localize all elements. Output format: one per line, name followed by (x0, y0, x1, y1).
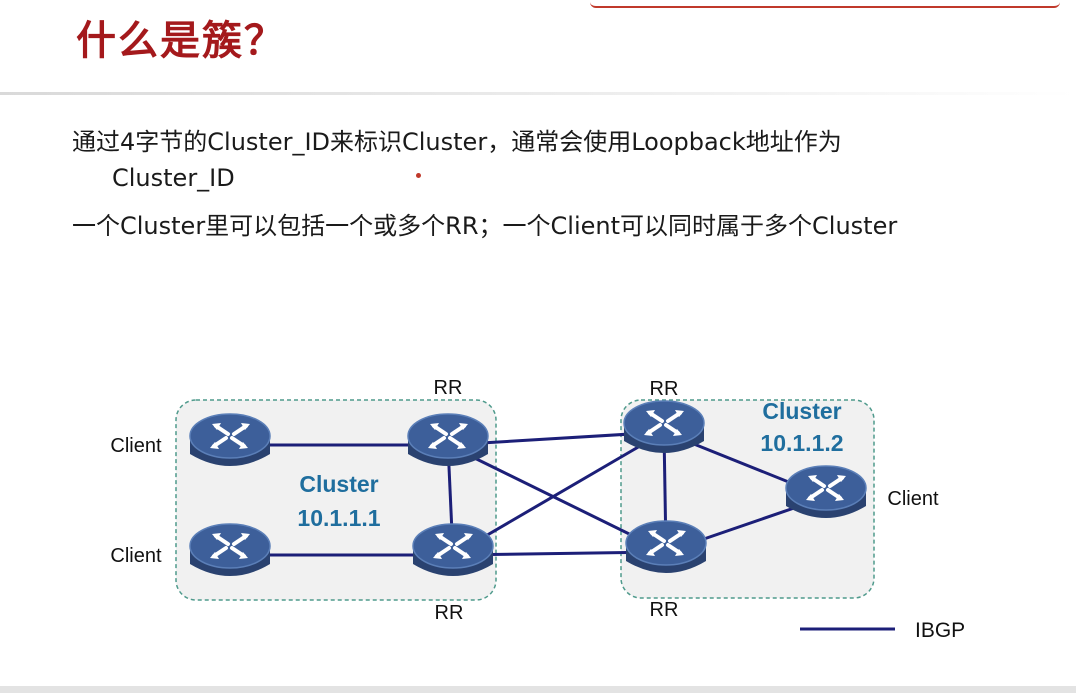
text-line-3: 一个Cluster里可以包括一个或多个RR；一个Client可以同时属于多个Cl… (72, 212, 898, 240)
page-title: 什么是簇？ (76, 18, 286, 64)
rr-router-rr4-icon (624, 519, 708, 575)
cluster-diagram: ClientClientRRRRRRRRClientCluster10.1.1.… (110, 377, 965, 642)
cluster-1-name: Cluster (299, 471, 378, 497)
node-label-rr4: RR (650, 599, 679, 621)
text-line-2: Cluster_ID (112, 164, 235, 192)
cluster-1-id: 10.1.1.1 (297, 505, 380, 531)
cluster-2-id: 10.1.1.2 (760, 430, 843, 456)
pointer-dot (416, 173, 421, 178)
node-label-c1: Client (110, 435, 162, 457)
text-line-1: 通过4字节的Cluster_ID来标识Cluster，通常会使用Loopback… (72, 128, 842, 156)
title-divider (0, 92, 1076, 95)
node-label-c3: Client (887, 488, 939, 510)
rr-router-rr2-icon (411, 522, 495, 578)
cluster-2-name: Cluster (762, 398, 841, 424)
node-label-rr3: RR (650, 378, 679, 400)
legend-ibgp-label: IBGP (915, 619, 965, 642)
bottom-bar (0, 686, 1076, 693)
client-router-c1-icon (188, 412, 272, 468)
node-label-rr2: RR (435, 602, 464, 624)
rr-router-rr3-icon (622, 399, 706, 455)
client-router-c3-icon (784, 464, 868, 520)
client-router-c2-icon (188, 522, 272, 578)
rr-router-rr1-icon (406, 412, 490, 468)
node-label-rr1: RR (434, 377, 463, 399)
node-label-c2: Client (110, 545, 162, 567)
top-decoration (590, 0, 1060, 8)
